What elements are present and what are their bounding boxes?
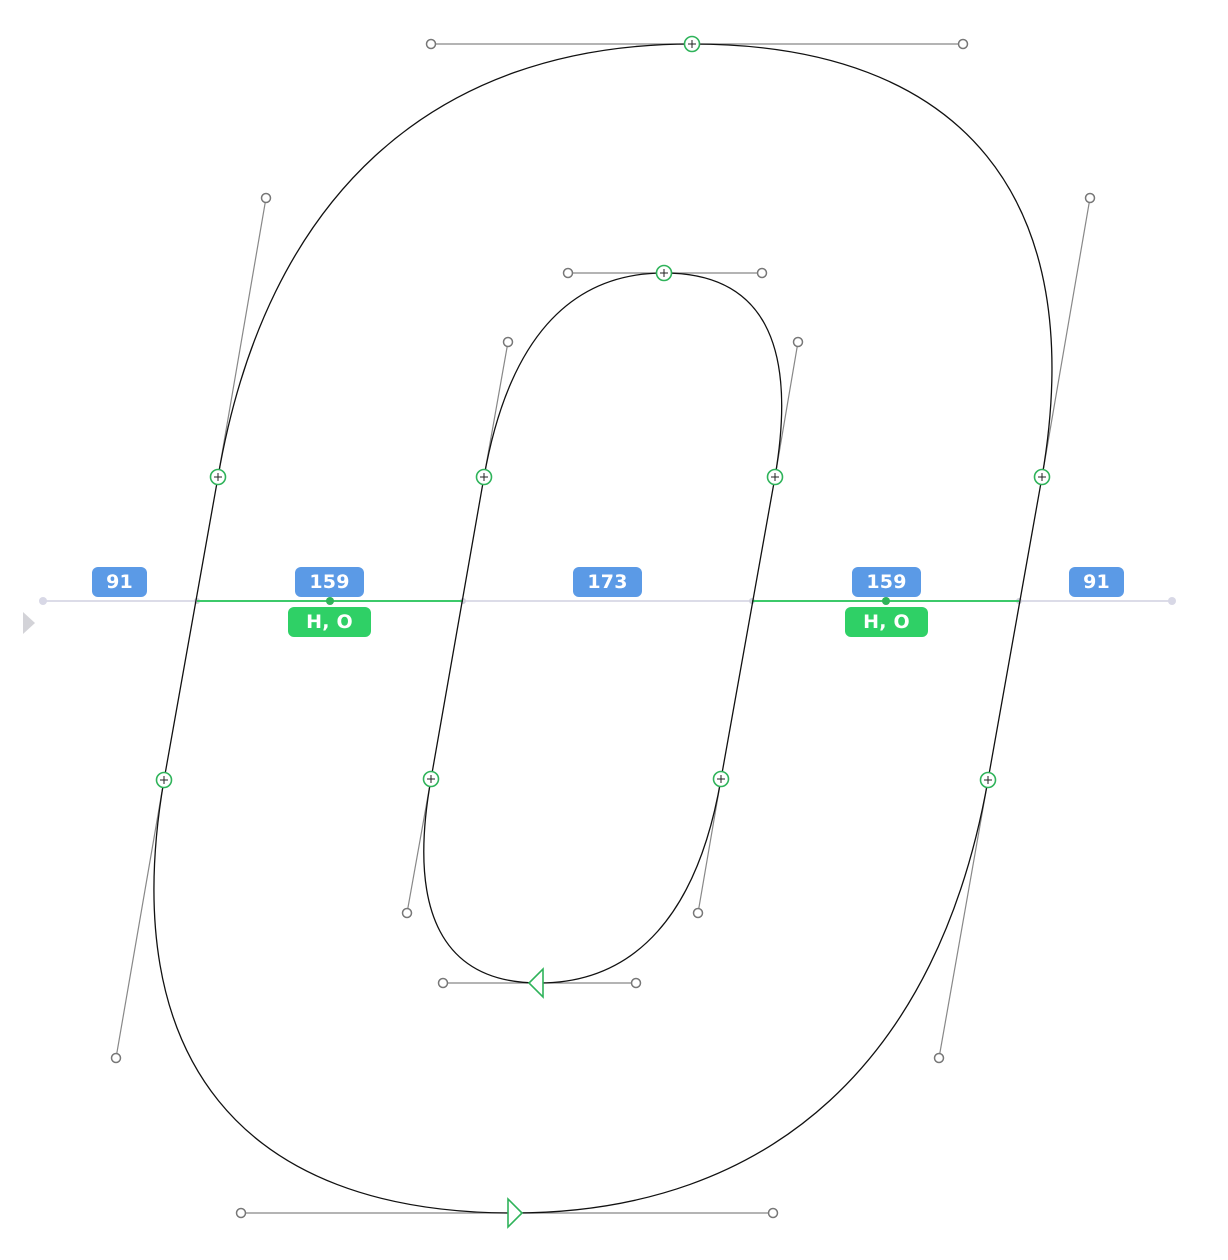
on-curve-nodes[interactable] bbox=[155, 35, 1051, 789]
metric-key-right[interactable]: H, O bbox=[845, 607, 928, 637]
measure-label-counter: 173 bbox=[573, 567, 642, 597]
start-point-outer-icon[interactable] bbox=[507, 1197, 524, 1229]
collapse-arrow-icon[interactable] bbox=[23, 612, 35, 634]
handle-lines bbox=[115, 43, 1091, 1214]
measure-endpoint-left[interactable] bbox=[39, 597, 47, 605]
metric-key-left[interactable]: H, O bbox=[288, 607, 371, 637]
measure-label-lsb: 91 bbox=[92, 567, 147, 597]
measure-label-stem-left: 159 bbox=[295, 567, 364, 597]
stem-metric-dot-right bbox=[882, 597, 890, 605]
handle-points[interactable] bbox=[110, 38, 1096, 1219]
inner-contour[interactable] bbox=[423, 272, 783, 984]
start-point-inner-icon[interactable] bbox=[527, 967, 544, 999]
measure-label-rsb: 91 bbox=[1069, 567, 1124, 597]
measure-label-stem-right: 159 bbox=[852, 567, 921, 597]
stem-metric-dot-left bbox=[326, 597, 334, 605]
measure-endpoint-right[interactable] bbox=[1168, 597, 1176, 605]
